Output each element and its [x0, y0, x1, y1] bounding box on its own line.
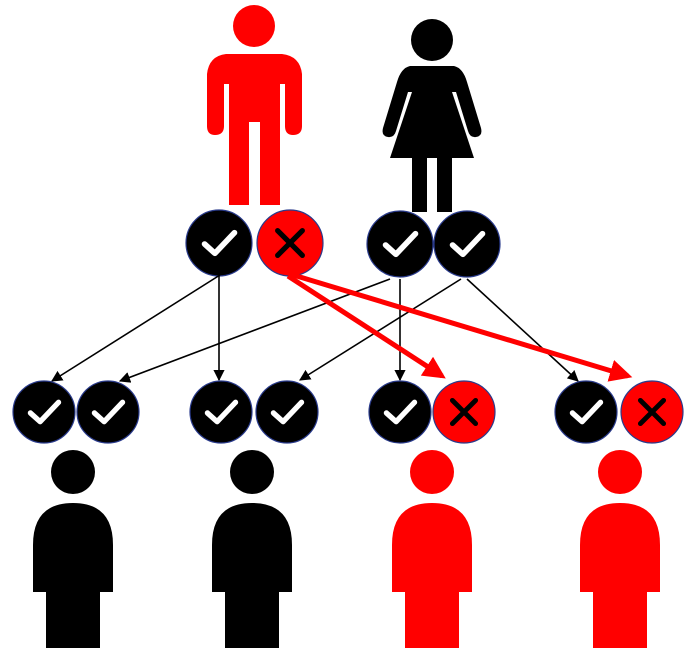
normal-allele-arrows	[51, 274, 579, 383]
check-icon	[383, 399, 418, 425]
child2-allele-2	[255, 380, 319, 444]
check-icon	[204, 399, 239, 425]
arrow-mother-to-child2	[299, 278, 462, 381]
cross-icon	[637, 397, 667, 427]
check-icon	[27, 399, 62, 425]
check-icon	[449, 230, 486, 258]
mother-figure	[382, 19, 482, 212]
child1-allele-2	[76, 380, 140, 444]
child3-allele-2	[432, 380, 496, 444]
child2-allele-1	[189, 380, 253, 444]
father-figure	[207, 5, 302, 205]
mutant-allele-arrows	[286, 271, 633, 382]
child4-allele-2	[620, 380, 684, 444]
mother-allele-2	[433, 210, 501, 278]
child4-allele-1	[554, 380, 618, 444]
arrow-father-to-child1	[51, 274, 221, 382]
arrow-mutant-to-child3	[286, 273, 446, 379]
child4-figure	[580, 450, 660, 648]
child1-figure	[33, 450, 113, 648]
check-icon	[270, 399, 305, 425]
cross-icon	[449, 397, 479, 427]
child3-figure	[392, 450, 472, 648]
child1-allele-1	[12, 380, 76, 444]
arrow-mother-to-child1	[118, 278, 391, 383]
father-allele-2	[256, 209, 324, 277]
child3-allele-1	[368, 380, 432, 444]
father-allele-1	[185, 209, 253, 277]
check-icon	[91, 399, 126, 425]
check-icon	[569, 399, 604, 425]
arrow-mother-to-child4	[466, 278, 579, 382]
children-figures	[33, 450, 660, 648]
check-icon	[382, 230, 419, 258]
children-alleles	[12, 380, 684, 444]
mother-alleles	[366, 210, 501, 278]
cross-icon	[275, 228, 305, 258]
mother-allele-1	[366, 210, 434, 278]
arrow-mutant-to-child4	[289, 271, 633, 382]
father-alleles	[185, 209, 324, 277]
child2-figure	[212, 450, 292, 648]
check-icon	[201, 229, 238, 257]
